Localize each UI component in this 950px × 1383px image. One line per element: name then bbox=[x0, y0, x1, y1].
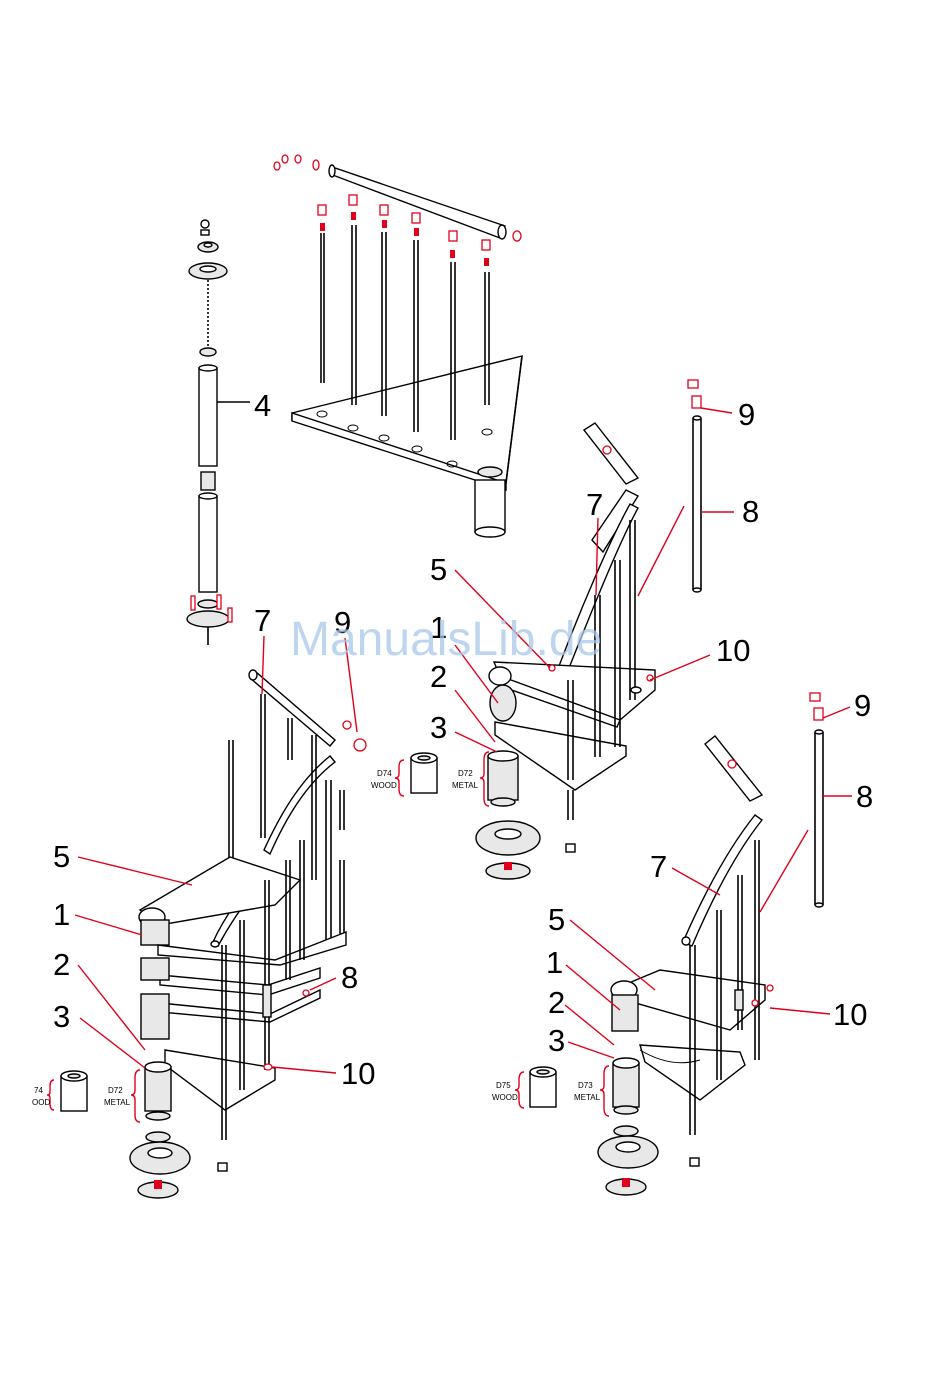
left-wood-code: 74 bbox=[34, 1086, 43, 1095]
callout-left-2: 2 bbox=[53, 947, 70, 982]
top-landing-step bbox=[274, 155, 522, 537]
spacer-brackets bbox=[47, 752, 609, 1122]
mid-metal-code: D72 bbox=[458, 769, 473, 778]
mid-wood-type: WOOD bbox=[371, 781, 397, 790]
callout-br-8: 8 bbox=[856, 779, 873, 814]
mid-metal-type: METAL bbox=[452, 781, 479, 790]
callout-br-5: 5 bbox=[548, 902, 565, 937]
callout-left-1: 1 bbox=[53, 897, 70, 932]
callout-br-1: 1 bbox=[546, 945, 563, 980]
callout-top-4: 4 bbox=[254, 388, 271, 423]
callout-right-3: 3 bbox=[430, 710, 447, 745]
callout-br-7: 7 bbox=[650, 849, 667, 884]
br-metal-type: METAL bbox=[574, 1093, 601, 1102]
watermark: ManualsLib.de bbox=[290, 613, 602, 666]
callout-right-10: 10 bbox=[716, 633, 750, 668]
callout-br-2: 2 bbox=[548, 985, 565, 1020]
left-stair-segment bbox=[61, 670, 366, 1198]
callout-left-7: 7 bbox=[254, 603, 271, 638]
left-metal-type: METAL bbox=[104, 1098, 131, 1107]
callout-left-5: 5 bbox=[53, 839, 70, 874]
callout-right-9: 9 bbox=[738, 397, 755, 432]
br-wood-type: WOOD bbox=[492, 1093, 518, 1102]
callout-br-10: 10 bbox=[833, 997, 867, 1032]
callout-left-3: 3 bbox=[53, 999, 70, 1034]
callout-br-9: 9 bbox=[854, 688, 871, 723]
callout-right-7: 7 bbox=[586, 487, 603, 522]
center-column-assembly bbox=[187, 220, 250, 645]
callout-br-3: 3 bbox=[548, 1023, 565, 1058]
callout-right-5: 5 bbox=[430, 552, 447, 587]
br-wood-code: D75 bbox=[496, 1081, 511, 1090]
callout-left-10: 10 bbox=[341, 1056, 375, 1091]
br-metal-code: D73 bbox=[578, 1081, 593, 1090]
left-metal-code: D72 bbox=[108, 1086, 123, 1095]
mid-wood-code: D74 bbox=[377, 769, 392, 778]
leader-lines bbox=[75, 408, 852, 1073]
callout-left-8: 8 bbox=[341, 960, 358, 995]
left-wood-type: OOD bbox=[32, 1098, 50, 1107]
callout-right-8: 8 bbox=[742, 494, 759, 529]
